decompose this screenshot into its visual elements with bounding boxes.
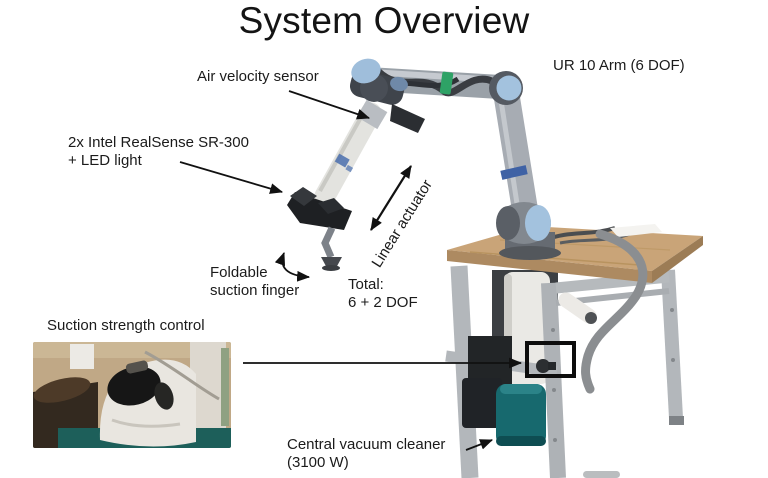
forearm-highlight: [497, 93, 521, 211]
camera-right: [318, 198, 344, 214]
forearm-blue-ring: [500, 165, 528, 180]
suction-control-knob-stem: [548, 362, 556, 370]
cart-foot: [669, 416, 684, 425]
shoulder-cap: [525, 205, 551, 241]
arm-base-flange: [499, 246, 561, 260]
inset-cable: [144, 350, 220, 401]
exhaust-pipe: [558, 292, 597, 324]
inset-handle: [33, 377, 91, 403]
leg-hole: [670, 308, 674, 312]
camera-left: [290, 187, 317, 206]
inset-dome-shade: [111, 418, 181, 428]
floor-object: [583, 471, 620, 478]
vacuum-body: [504, 272, 550, 384]
inset-opening: [154, 382, 174, 410]
robot-arm: [349, 58, 561, 260]
camera-mount-upper: [390, 104, 425, 133]
arrow-realsense: [179, 161, 284, 194]
cart-leg-back-right: [661, 269, 683, 419]
arrow-linear-actuator: [370, 165, 412, 231]
inset-control-knob: [107, 366, 161, 406]
green-tape-marker: [439, 71, 454, 95]
shelf-box: [468, 336, 512, 386]
leg-hole: [671, 358, 675, 362]
tabletop-front-edge: [447, 250, 652, 283]
slide-title: System Overview: [238, 0, 530, 41]
elbow-cap: [496, 75, 522, 101]
shoulder-joint-dark: [496, 206, 520, 240]
label-air-velocity-sensor: Air velocity sensor: [197, 68, 319, 85]
label-central-vacuum: Central vacuum cleaner (3100 W): [287, 436, 446, 472]
paper-sheet: [610, 224, 662, 237]
inset-knob-top: [125, 360, 149, 374]
vacuum-cleaner-top: [500, 384, 542, 394]
inset-white-object: [70, 344, 94, 369]
actuator-tube: [314, 102, 382, 207]
vacuum-cleaner-bottom: [496, 436, 546, 446]
inset-green-strip: [221, 348, 229, 426]
arrow-central-vacuum: [465, 439, 494, 451]
actuator-tube-shade: [318, 111, 366, 192]
suction-cup-lip: [322, 265, 340, 271]
arrow-foldable-finger: [274, 251, 311, 282]
inset-photo: [33, 342, 231, 448]
suction-control-knob: [536, 359, 550, 373]
label-total-dof: Total: 6 + 2 DOF: [348, 276, 418, 312]
cart-leg-front-left: [450, 265, 479, 478]
arrow-air-velocity-sensor: [288, 90, 371, 120]
leg-hole: [553, 438, 557, 442]
air-velocity-sensor-mount: [356, 99, 388, 130]
wood-grain: [469, 251, 641, 266]
tube-logo-dot: [345, 164, 354, 173]
wrist-cap: [351, 58, 381, 84]
tabletop-side-edge: [652, 236, 703, 283]
label-suction-control: Suction strength control: [47, 317, 205, 334]
cart-leg-front-right: [541, 282, 566, 478]
cart: [445, 224, 703, 478]
tube-logo: [334, 153, 350, 168]
pipe-opening: [585, 312, 597, 324]
suction-cup: [321, 257, 342, 268]
leg-hole: [552, 388, 556, 392]
annotation-arrows: [179, 90, 523, 451]
suction-control-highlight: [525, 341, 576, 378]
label-foldable-finger: Foldable suction finger: [210, 264, 300, 300]
forearm-tube: [493, 79, 539, 229]
highlight-box: [525, 341, 576, 378]
wrist-glint: [390, 76, 408, 92]
suction-finger-rod: [321, 226, 336, 259]
suction-hose: [581, 229, 648, 394]
vacuum-rear-box: [462, 378, 502, 428]
leg-hole: [551, 328, 555, 332]
end-effector: [287, 99, 425, 271]
vacuum-cleaner: [496, 384, 546, 446]
label-realsense: 2x Intel RealSense SR-300 + LED light: [68, 134, 249, 170]
label-ur10-arm: UR 10 Arm (6 DOF): [553, 57, 685, 74]
